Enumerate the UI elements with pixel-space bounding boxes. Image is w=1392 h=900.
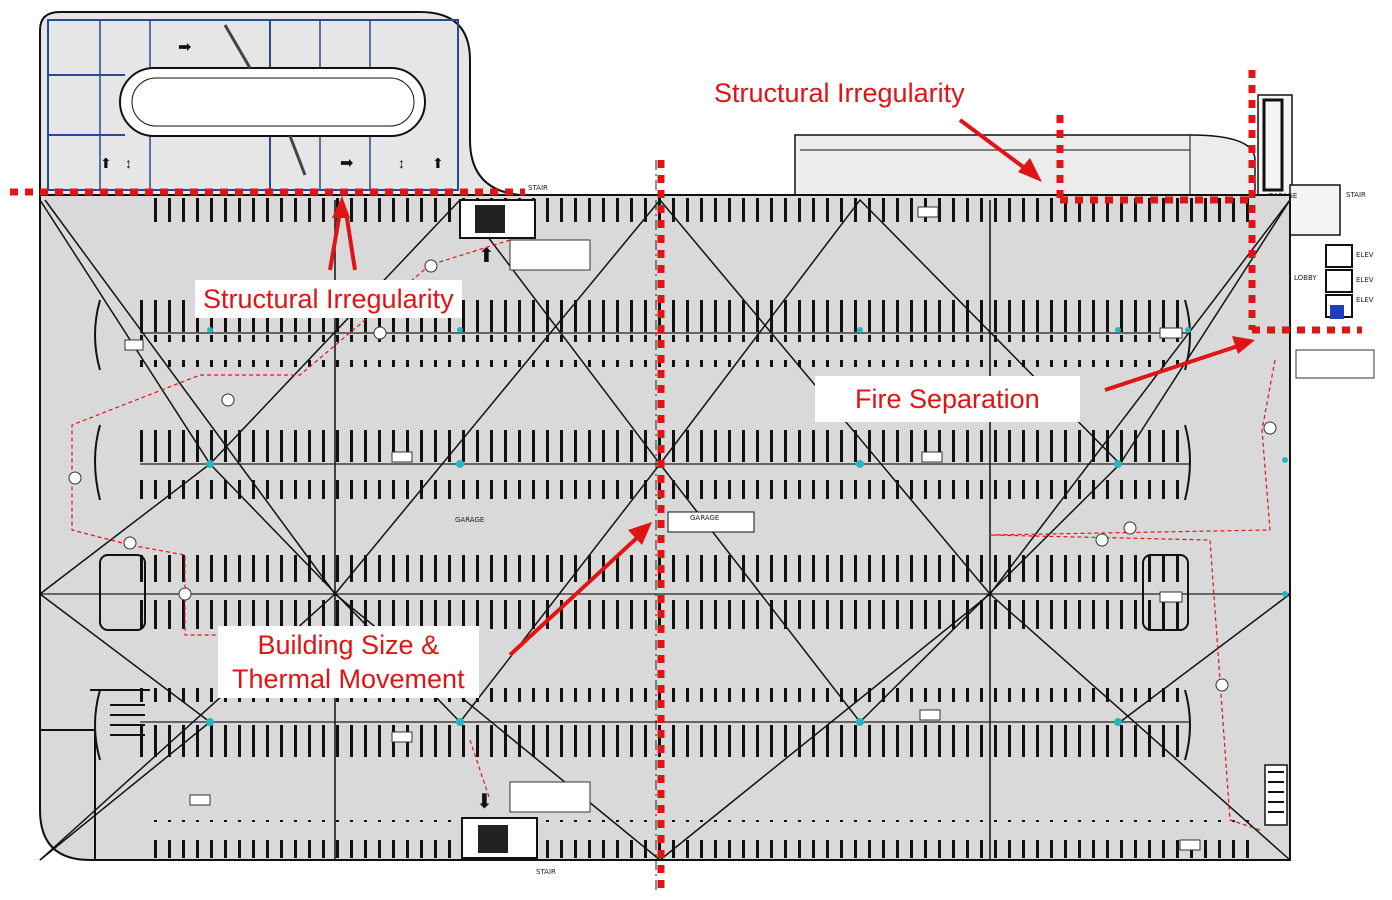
elev-label-3: ELEV [1356, 296, 1374, 304]
joint-lines [10, 70, 1362, 888]
stair-bottom-label: STAIR [536, 868, 556, 876]
svg-text:⬆: ⬆ [432, 155, 444, 171]
ramp-structure: ➡ ⬆ ↕ ➡ ↕ ⬆ [39, 11, 521, 196]
garage-small-label: GARAGE [455, 516, 484, 524]
structural-irregularity-left-callout: Structural Irregularity [195, 280, 462, 318]
svg-text:➡: ➡ [340, 155, 353, 172]
svg-text:⬆: ⬆ [100, 155, 112, 171]
stair-top-label: STAIR [528, 184, 548, 192]
svg-text:↕: ↕ [125, 155, 132, 171]
svg-text:⬆: ⬆ [478, 245, 495, 267]
arrow-structural-left-2 [344, 211, 357, 271]
lobby-label: LOBBY [1294, 274, 1317, 282]
building-size-line-2: Thermal Movement [232, 664, 465, 694]
arrow-structural-left-1 [328, 211, 342, 271]
building-size-line-1: Building Size & [257, 630, 440, 660]
stair-right-label: STAIR [1346, 191, 1366, 199]
garage-center-label: GARAGE [690, 514, 719, 522]
building-size-callout: Building Size & Thermal Movement [218, 626, 479, 698]
elev-label-2: ELEV [1356, 276, 1374, 284]
structural-irregularity-top-callout: Structural Irregularity [706, 74, 973, 112]
callout-arrows [328, 118, 1255, 657]
svg-text:↕: ↕ [398, 155, 405, 171]
elev-label-1: ELEV [1356, 251, 1374, 259]
fire-separation-callout: Fire Separation [815, 376, 1080, 422]
svg-text:➡: ➡ [178, 39, 191, 56]
svg-text:⬇: ⬇ [476, 791, 493, 813]
arrow-building-size [508, 533, 642, 657]
arrow-fire-separation [1104, 344, 1239, 392]
arrow-structural-top [958, 118, 1032, 174]
